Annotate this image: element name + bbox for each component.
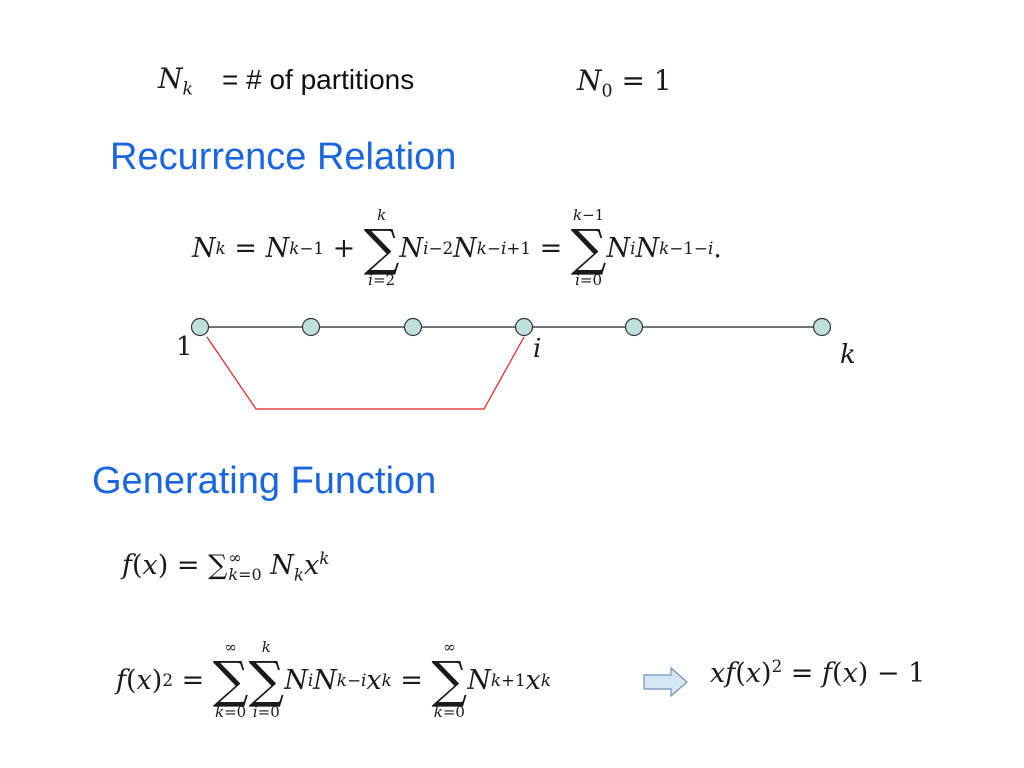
node-2 <box>301 317 321 337</box>
partition-chord <box>206 336 525 410</box>
node-3 <box>403 317 423 337</box>
node-1 <box>190 317 210 337</box>
node-k <box>812 317 832 337</box>
partitions-definition: = # of partitions <box>222 64 415 95</box>
label-node-k: k <box>840 340 856 370</box>
recurrence-heading: Recurrence Relation <box>110 136 457 178</box>
label-node-i: i <box>533 334 542 364</box>
generating-function-definition: f(x) = ∑∞k=0 Nkxk <box>122 547 330 585</box>
nk-symbol: Nk <box>158 62 194 100</box>
n0-equation: N0 = 1 <box>577 64 672 102</box>
node-5 <box>624 317 644 337</box>
label-node-1: 1 <box>176 332 193 362</box>
right-arrow-icon <box>643 666 688 698</box>
node-i <box>514 317 534 337</box>
functional-equation: xf(x)2 = f(x) − 1 <box>710 656 926 689</box>
generating-heading: Generating Function <box>92 460 437 502</box>
